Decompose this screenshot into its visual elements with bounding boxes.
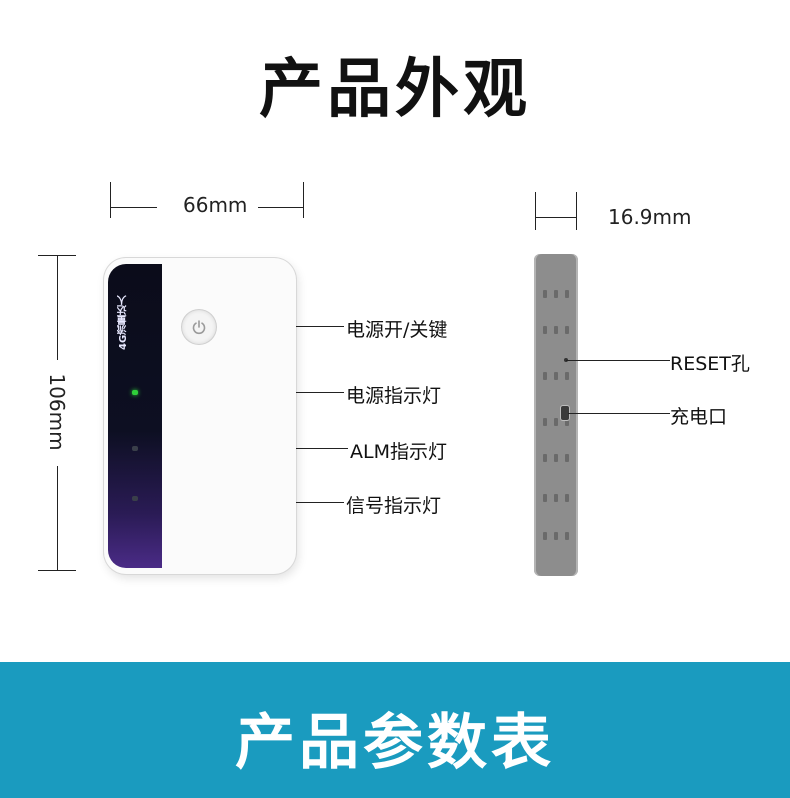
section-banner: 产品参数表	[0, 662, 790, 798]
width-dim-line-right	[258, 207, 303, 208]
charging-port[interactable]	[561, 406, 569, 420]
banner-title: 产品参数表	[235, 708, 555, 778]
callout-line-charge-port	[568, 413, 670, 414]
device-front-view: 4G流量达人	[104, 258, 296, 574]
callout-alm-indicator: ALM指示灯	[350, 441, 447, 463]
callout-line-power-key	[296, 326, 344, 327]
thickness-dim-right-tick	[576, 192, 577, 230]
callout-line-signal-indicator	[296, 502, 344, 503]
power-led	[132, 390, 138, 395]
power-icon	[192, 320, 206, 335]
callout-signal-indicator: 信号指示灯	[346, 495, 442, 517]
callout-charge-port: 充电口	[670, 406, 728, 428]
signal-led	[132, 496, 138, 501]
callout-line-reset	[566, 360, 670, 361]
page-title: 产品外观	[259, 53, 531, 127]
power-button[interactable]	[182, 310, 216, 344]
callout-line-alm-indicator	[296, 448, 348, 449]
width-dim-line-left	[111, 207, 157, 208]
thickness-dim-left-tick	[535, 192, 536, 230]
height-dim-line-top	[57, 256, 58, 360]
thickness-dimension: 16.9mm	[608, 205, 692, 229]
width-dim-left-tick	[110, 182, 111, 218]
callout-line-power-indicator	[296, 392, 344, 393]
height-dim-line-bottom	[57, 466, 58, 570]
height-dim-bottom-tick	[38, 570, 76, 571]
callout-reset: RESET孔	[670, 353, 750, 375]
indicator-panel	[108, 264, 162, 568]
device-side-view	[534, 254, 578, 576]
width-dim-right-tick	[303, 182, 304, 218]
width-dimension: 66mm	[183, 193, 248, 217]
height-dim-top-tick	[38, 255, 76, 256]
thickness-dim-line	[536, 217, 576, 218]
alm-led	[132, 446, 138, 451]
height-dimension: 106mm	[45, 373, 69, 451]
callout-power-indicator: 电源指示灯	[346, 385, 442, 407]
brand-label: 4G流量达人	[118, 294, 129, 350]
callout-power-key: 电源开/关键	[346, 319, 448, 341]
